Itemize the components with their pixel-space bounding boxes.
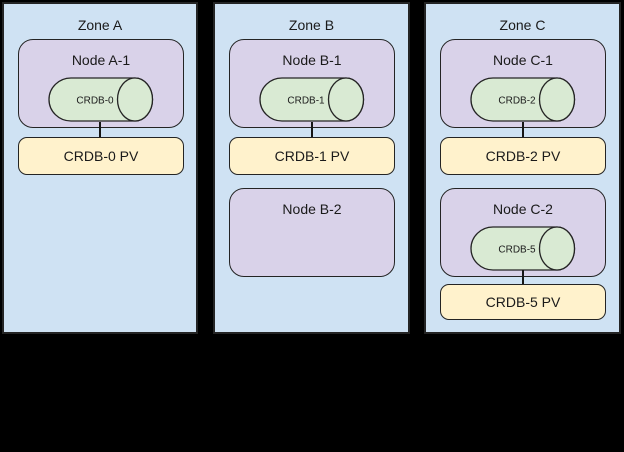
crdb-0-pod-label: CRDB-0 — [76, 96, 114, 107]
node-c2: Node C-2 CRDB-5 — [440, 188, 606, 277]
crdb-2-pv-label: CRDB-2 PV — [485, 148, 561, 164]
pod-to-pv-connector — [521, 270, 524, 286]
pod-to-pv-connector — [310, 122, 313, 139]
node-a1-title: Node A-1 — [71, 52, 131, 68]
zone-b: Zone B Node B-1 CRDB-1 CRDB-1 PV Node B-… — [213, 2, 410, 334]
zone-b-title: Zone B — [288, 17, 335, 33]
node-b2-title: Node B-2 — [282, 201, 342, 217]
crdb-0-pod-cylinder-icon: CRDB-0 — [48, 77, 154, 122]
crdb-2-pod-cylinder-icon: CRDB-2 — [470, 77, 576, 122]
zone-c-title: Zone C — [499, 17, 546, 33]
crdb-1-pv-label: CRDB-1 PV — [274, 148, 350, 164]
node-c1-title: Node C-1 — [493, 52, 553, 68]
crdb-5-pod-cylinder-icon: CRDB-5 — [470, 226, 576, 271]
crdb-5-pod-label: CRDB-5 — [498, 245, 536, 256]
crdb-2-pv-box: CRDB-2 PV — [440, 137, 606, 175]
crdb-5-pv-label: CRDB-5 PV — [485, 294, 561, 310]
node-c2-title: Node C-2 — [493, 201, 553, 217]
crdb-1-pod-cylinder-icon: CRDB-1 — [259, 77, 365, 122]
node-a1: Node A-1 CRDB-0 — [18, 39, 184, 128]
node-b2: Node B-2 — [229, 188, 395, 277]
node-b1: Node B-1 CRDB-1 — [229, 39, 395, 128]
node-b1-title: Node B-1 — [282, 52, 342, 68]
crdb-5-pv-box: CRDB-5 PV — [440, 284, 606, 320]
zone-c: Zone C Node C-1 CRDB-2 CRDB-2 PV Node C-… — [424, 2, 621, 334]
crdb-0-pv-box: CRDB-0 PV — [18, 137, 184, 175]
crdb-0-pv-label: CRDB-0 PV — [63, 148, 139, 164]
pod-to-pv-connector — [521, 122, 524, 139]
crdb-2-pod-label: CRDB-2 — [498, 96, 536, 107]
crdb-1-pod-label: CRDB-1 — [287, 96, 325, 107]
pod-to-pv-connector — [99, 122, 101, 139]
crdb-1-pv-box: CRDB-1 PV — [229, 137, 395, 175]
zone-a-title: Zone A — [77, 17, 123, 33]
node-c1: Node C-1 CRDB-2 — [440, 39, 606, 128]
zone-a: Zone A Node A-1 CRDB-0 CRDB-0 PV — [2, 2, 198, 334]
